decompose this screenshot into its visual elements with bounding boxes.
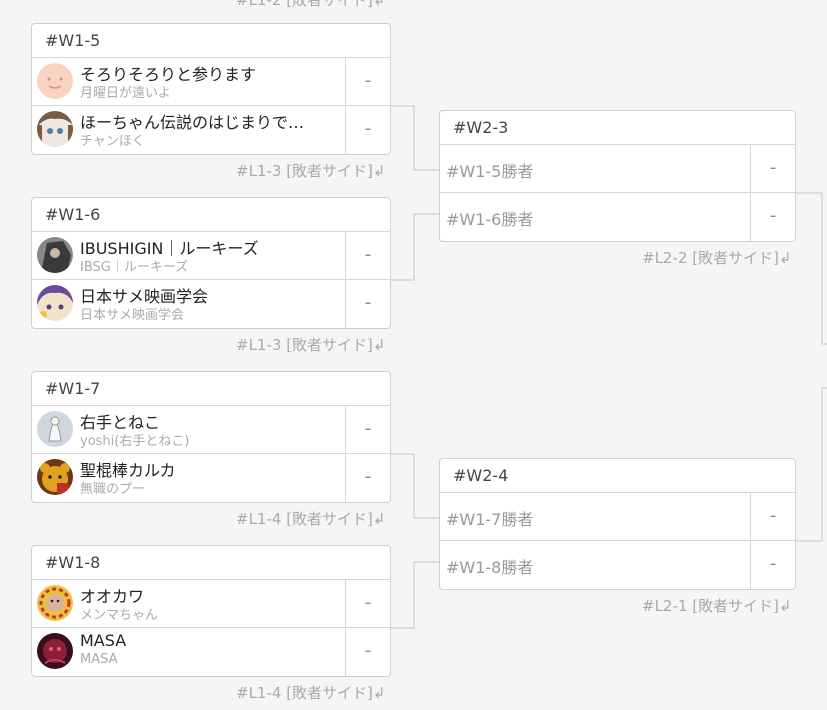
- return-icon: ↲: [372, 0, 386, 9]
- loser-note-text: #L2-2 [敗者サイド]: [642, 249, 779, 267]
- player-team: yoshi(右手とねこ): [80, 434, 190, 449]
- match-w1-7[interactable]: #W1-7 右手とねこ yoshi(右手とねこ) - 聖棍棒カルカ 無職のプー …: [31, 371, 391, 503]
- connector-w1-7: [390, 453, 440, 519]
- return-icon: ↲: [778, 597, 792, 615]
- loser-note: #L2-1 [敗者サイド]↲: [642, 595, 791, 616]
- match-id: #W2-4: [440, 459, 795, 493]
- player-team: IBSG｜ルーキーズ: [80, 260, 189, 275]
- loser-note: #L1-4 [敗者サイド]↲: [236, 682, 385, 703]
- loser-note: #L1-4 [敗者サイド]↲: [236, 508, 385, 529]
- slot-row[interactable]: #W1-5勝者 -: [440, 145, 795, 193]
- loser-note-text: #L1-4 [敗者サイド]: [236, 684, 373, 702]
- player-team: 日本サメ映画学会: [80, 308, 185, 323]
- score-cell[interactable]: -: [750, 493, 795, 540]
- slot-label: #W1-7勝者: [446, 510, 534, 529]
- connector-w1-5: [390, 105, 440, 171]
- slot-row[interactable]: #W1-6勝者 -: [440, 193, 795, 241]
- score-cell[interactable]: -: [345, 580, 390, 627]
- player-team: 無職のプー: [80, 482, 146, 497]
- loser-note-text: #L2-1 [敗者サイド]: [642, 597, 779, 615]
- player-row[interactable]: 日本サメ映画学会 日本サメ映画学会 -: [32, 280, 390, 328]
- player-row[interactable]: ほーちゃん伝説のはじまりで… チャンほく -: [32, 106, 390, 154]
- loser-note: #L2-2 [敗者サイド]↲: [642, 247, 791, 268]
- match-w2-3[interactable]: #W2-3 #W1-5勝者 - #W1-6勝者 -: [439, 110, 796, 242]
- score-cell[interactable]: -: [345, 58, 390, 105]
- player-row[interactable]: 右手とねこ yoshi(右手とねこ) -: [32, 406, 390, 454]
- match-id: #W1-7: [32, 372, 390, 406]
- connector-w1-6: [390, 213, 440, 281]
- dark-character-avatar: [37, 237, 73, 273]
- slot-row[interactable]: #W1-7勝者 -: [440, 493, 795, 541]
- loser-note: #L1-3 [敗者サイド]↲: [236, 334, 385, 355]
- bear-avatar: [37, 459, 73, 495]
- match-w2-4[interactable]: #W2-4 #W1-7勝者 - #W1-8勝者 -: [439, 458, 796, 590]
- bald-man-avatar: [37, 585, 73, 621]
- player-team: 月曜日が遠いよ: [80, 86, 171, 101]
- player-team: メンマちゃん: [80, 608, 159, 623]
- score-cell[interactable]: -: [750, 193, 795, 241]
- player-row[interactable]: MASA MASA -: [32, 628, 390, 676]
- purple-hair-avatar: [37, 285, 73, 321]
- slot-label: #W1-6勝者: [446, 210, 534, 229]
- loser-note-text: #L1-3 [敗者サイド]: [236, 336, 373, 354]
- return-icon: ↲: [372, 336, 386, 354]
- loser-note-text: #L1-3 [敗者サイド]: [236, 162, 373, 180]
- player-row[interactable]: 聖棍棒カルカ 無職のプー -: [32, 454, 390, 502]
- score-cell[interactable]: -: [345, 106, 390, 154]
- connector-w2-4: [796, 387, 827, 542]
- match-id: #W1-6: [32, 198, 390, 232]
- return-icon: ↲: [778, 249, 792, 267]
- player-row[interactable]: そろりそろりと参ります 月曜日が遠いよ -: [32, 58, 390, 106]
- return-icon: ↲: [372, 162, 386, 180]
- loser-note-text: #L1-4 [敗者サイド]: [236, 510, 373, 528]
- match-id: #W2-3: [440, 111, 795, 145]
- loser-note-text: #L1-2 [敗者サイド]: [236, 0, 373, 9]
- player-row[interactable]: IBUSHIGIN｜ルーキーズ IBSG｜ルーキーズ -: [32, 232, 390, 280]
- anime-girl-avatar: [37, 111, 73, 147]
- score-cell[interactable]: -: [345, 406, 390, 453]
- peach-face-avatar: [37, 63, 73, 99]
- match-w1-5[interactable]: #W1-5 そろりそろりと参ります 月曜日が遠いよ - ほーちゃん伝説のはじまり…: [31, 23, 391, 155]
- loser-note-top: #L1-2 [敗者サイド]↲: [236, 0, 385, 10]
- score-cell[interactable]: -: [345, 454, 390, 502]
- match-id: #W1-5: [32, 24, 390, 58]
- match-w1-8[interactable]: #W1-8 オオカワ メンマちゃん - MASA MASA -: [31, 545, 391, 677]
- connector-w2-3: [796, 192, 827, 345]
- player-team: MASA: [80, 652, 118, 667]
- cat-sketch-avatar: [37, 411, 73, 447]
- player-row[interactable]: オオカワ メンマちゃん -: [32, 580, 390, 628]
- slot-label: #W1-5勝者: [446, 162, 534, 181]
- match-id: #W1-8: [32, 546, 390, 580]
- return-icon: ↲: [372, 684, 386, 702]
- connector-w1-8: [390, 561, 440, 629]
- return-icon: ↲: [372, 510, 386, 528]
- score-cell[interactable]: -: [750, 145, 795, 192]
- score-cell[interactable]: -: [345, 232, 390, 279]
- score-cell[interactable]: -: [345, 628, 390, 676]
- score-cell[interactable]: -: [750, 541, 795, 589]
- slot-row[interactable]: #W1-8勝者 -: [440, 541, 795, 589]
- score-cell[interactable]: -: [345, 280, 390, 328]
- slot-label: #W1-8勝者: [446, 558, 534, 577]
- match-w1-6[interactable]: #W1-6 IBUSHIGIN｜ルーキーズ IBSG｜ルーキーズ - 日本サメ映…: [31, 197, 391, 329]
- player-team: チャンほく: [80, 134, 145, 149]
- player-name: MASA: [80, 631, 127, 650]
- red-character-avatar: [37, 633, 73, 669]
- loser-note: #L1-3 [敗者サイド]↲: [236, 160, 385, 181]
